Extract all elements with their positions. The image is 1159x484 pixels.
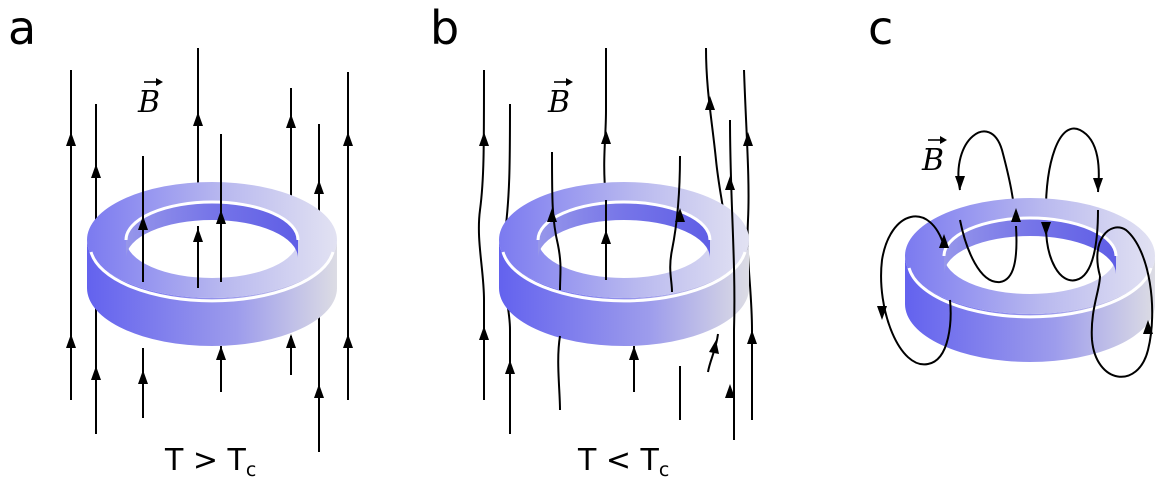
field-lines-b-back [477, 47, 753, 434]
panel-label-b: b [430, 1, 459, 55]
field-arrows-a [66, 112, 353, 398]
field-label-b: B [547, 85, 570, 120]
vector-arrow-b [554, 78, 573, 86]
field-label-a: B [137, 85, 160, 120]
field-arrows-c [877, 176, 1153, 334]
field-label-c: B [921, 143, 944, 178]
temperature-label-a: T > Tc [164, 443, 256, 481]
panel-label-a: a [8, 1, 36, 55]
panel-label-c: c [868, 1, 893, 55]
superconducting-ring-b [497, 180, 751, 348]
field-loops-c-front [880, 209, 1154, 378]
panel-b: B T < Tc [477, 47, 757, 481]
temperature-label-b: T < Tc [577, 443, 669, 481]
vector-arrow-a [144, 78, 163, 86]
vector-arrow-c [928, 136, 947, 144]
superconducting-ring-c [903, 196, 1157, 364]
superconducting-ring-a [85, 180, 339, 348]
panel-a: B T > Tc [66, 48, 353, 481]
panel-c: B [877, 127, 1157, 378]
field-arrows-b [479, 96, 757, 398]
